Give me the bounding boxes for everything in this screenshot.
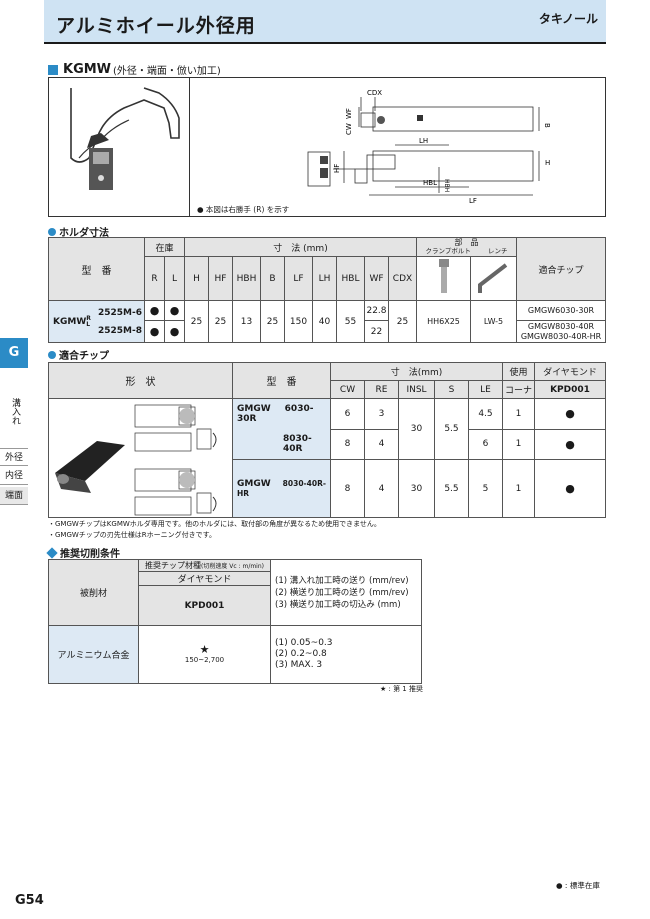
clamp-bolt-icon <box>416 256 471 301</box>
cutting-title: 推奨切削条件 <box>46 545 120 560</box>
section-title: KGMW (外径・端面・倣い加工) <box>48 62 221 77</box>
section-tab-g[interactable]: G <box>0 338 28 368</box>
svg-text:CW: CW <box>345 123 353 135</box>
holder-diagram: CDX WF CW B LH HF H HBL HBH LF ● 本図は右勝手 … <box>48 77 606 217</box>
svg-text:CDX: CDX <box>367 89 382 97</box>
chip-drawing-b <box>134 468 217 516</box>
holder-title: ホルダ寸法 <box>48 224 109 239</box>
svg-text:LH: LH <box>419 137 428 145</box>
cutting-table: 被削材 推奨チップ材種(切削速度 Vc : m/min) (1) 溝入れ加工時の… <box>48 559 422 684</box>
chip-shape-cell <box>48 398 233 518</box>
bullet-icon <box>48 227 56 236</box>
wrench-icon <box>470 256 517 301</box>
side-tab-face[interactable]: 端面 <box>0 487 28 505</box>
chip-note-1: ・GMGWチップはKGMWホルダ専用です。他のホルダには、取付部の角度が異なるた… <box>48 520 381 528</box>
diamond-bullet-icon <box>46 546 58 559</box>
svg-text:HBH: HBH <box>443 179 450 192</box>
holder-end-view <box>307 151 331 187</box>
chip-note-2: ・GMGWチップの刃先仕様はRホーニング付きです。 <box>48 531 216 539</box>
page-header: アルミホイール外径用 タキノール <box>44 0 606 44</box>
svg-text:HBL: HBL <box>423 179 437 187</box>
bullet-icon <box>48 350 56 359</box>
page-number: G54 <box>15 893 44 908</box>
svg-text:H: H <box>545 159 550 167</box>
square-icon <box>48 64 58 75</box>
header-model: 型 番 <box>48 237 145 301</box>
side-label-grooving: 溝入れ <box>10 398 20 425</box>
chip-title: 適合チップ <box>48 347 109 362</box>
holder-table: 型 番 在庫 寸 法 (mm) 部 品 クランプボルトレンチ 適合チップ R L… <box>48 237 606 343</box>
svg-text:B: B <box>543 123 551 128</box>
holder-side-illustration <box>70 87 180 190</box>
side-tab-inner[interactable]: 内径 <box>0 467 28 485</box>
stock-legend: ● : 標準在庫 <box>556 881 600 890</box>
side-tab-outer[interactable]: 外径 <box>0 448 28 466</box>
holder-dimension-drawing: CDX WF CW B LH HF H HBL HBH LF <box>333 89 551 205</box>
diagram-note: ● 本図は右勝手 (R) を示す <box>197 205 290 214</box>
page-title: アルミホイール外径用 <box>56 15 256 37</box>
cutting-note: ★ : 第 1 推奨 <box>380 685 423 693</box>
chip-table: 形 状 型 番 寸 法(mm) 使用 ダイヤモンド CW RE INSL S L… <box>48 362 606 518</box>
svg-text:HF: HF <box>333 164 341 173</box>
svg-text:LF: LF <box>469 197 477 205</box>
svg-text:WF: WF <box>345 108 353 119</box>
chip-drawing-a <box>134 404 217 452</box>
chip-photo <box>55 441 125 493</box>
category-label: タキノール <box>538 12 598 26</box>
